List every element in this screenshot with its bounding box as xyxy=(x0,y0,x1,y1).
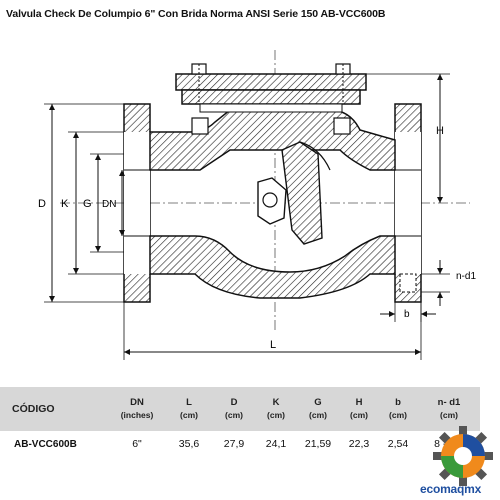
cell-dn: 6" xyxy=(132,438,142,450)
dim-label-G: G xyxy=(83,198,92,210)
cell-k: 24,1 xyxy=(265,438,287,450)
page-title: Valvula Check De Columpio 6" Con Brida N… xyxy=(6,8,386,20)
dimension-H: H xyxy=(366,73,450,203)
header-nd1: n- d1 (cm) xyxy=(418,387,480,431)
header-b: b (cm) xyxy=(378,387,418,431)
cell-h: 22,3 xyxy=(348,438,370,450)
dim-label-DN: DN xyxy=(102,199,116,210)
dimension-G: G xyxy=(83,153,124,253)
cell-codigo: AB-VCC600B xyxy=(14,438,77,450)
valve-body-lower xyxy=(149,235,396,299)
left-flange xyxy=(123,103,151,303)
bonnet xyxy=(175,63,367,135)
table-row: AB-VCC600B 6" 35,6 27,9 24,1 21,59 22,3 … xyxy=(0,431,480,453)
dimension-b: b xyxy=(380,302,436,322)
dimension-K: K xyxy=(61,131,124,275)
dimension-nd1: n-d1 xyxy=(421,260,476,306)
dim-label-K: K xyxy=(61,198,69,210)
valve-body xyxy=(149,109,396,171)
cell-b: 2,54 xyxy=(387,438,409,450)
header-dn: DN (inches) xyxy=(108,387,166,431)
header-k: K (cm) xyxy=(256,387,296,431)
header-l: L (cm) xyxy=(166,387,212,431)
specifications-table: CÓDIGO DN (inches) L (cm) D (cm) K (cm) … xyxy=(0,387,480,453)
dim-label-L: L xyxy=(270,339,276,351)
right-flange xyxy=(394,103,422,303)
cell-l: 35,6 xyxy=(178,438,200,450)
cell-d: 27,9 xyxy=(223,438,245,450)
ecomaqmx-logo-icon xyxy=(433,426,493,486)
logo-text: ecomaqmx xyxy=(420,482,482,496)
header-d: D (cm) xyxy=(212,387,256,431)
dim-label-nd1: n-d1 xyxy=(456,271,476,282)
dimension-DN: DN xyxy=(102,170,125,236)
table-header-row: CÓDIGO DN (inches) L (cm) D (cm) K (cm) … xyxy=(0,387,480,431)
cell-g: 21,59 xyxy=(304,438,332,450)
dim-label-H: H xyxy=(436,125,444,137)
dim-label-b: b xyxy=(404,309,410,320)
header-h: H (cm) xyxy=(340,387,378,431)
dimension-L: L xyxy=(123,302,422,360)
valve-technical-drawing: D K G DN H n-d1 b xyxy=(38,50,476,360)
header-codigo: CÓDIGO xyxy=(0,387,108,431)
dim-label-D: D xyxy=(38,198,46,210)
header-g: G (cm) xyxy=(296,387,340,431)
dimension-D: D xyxy=(38,103,124,303)
swing-disc xyxy=(257,141,331,245)
